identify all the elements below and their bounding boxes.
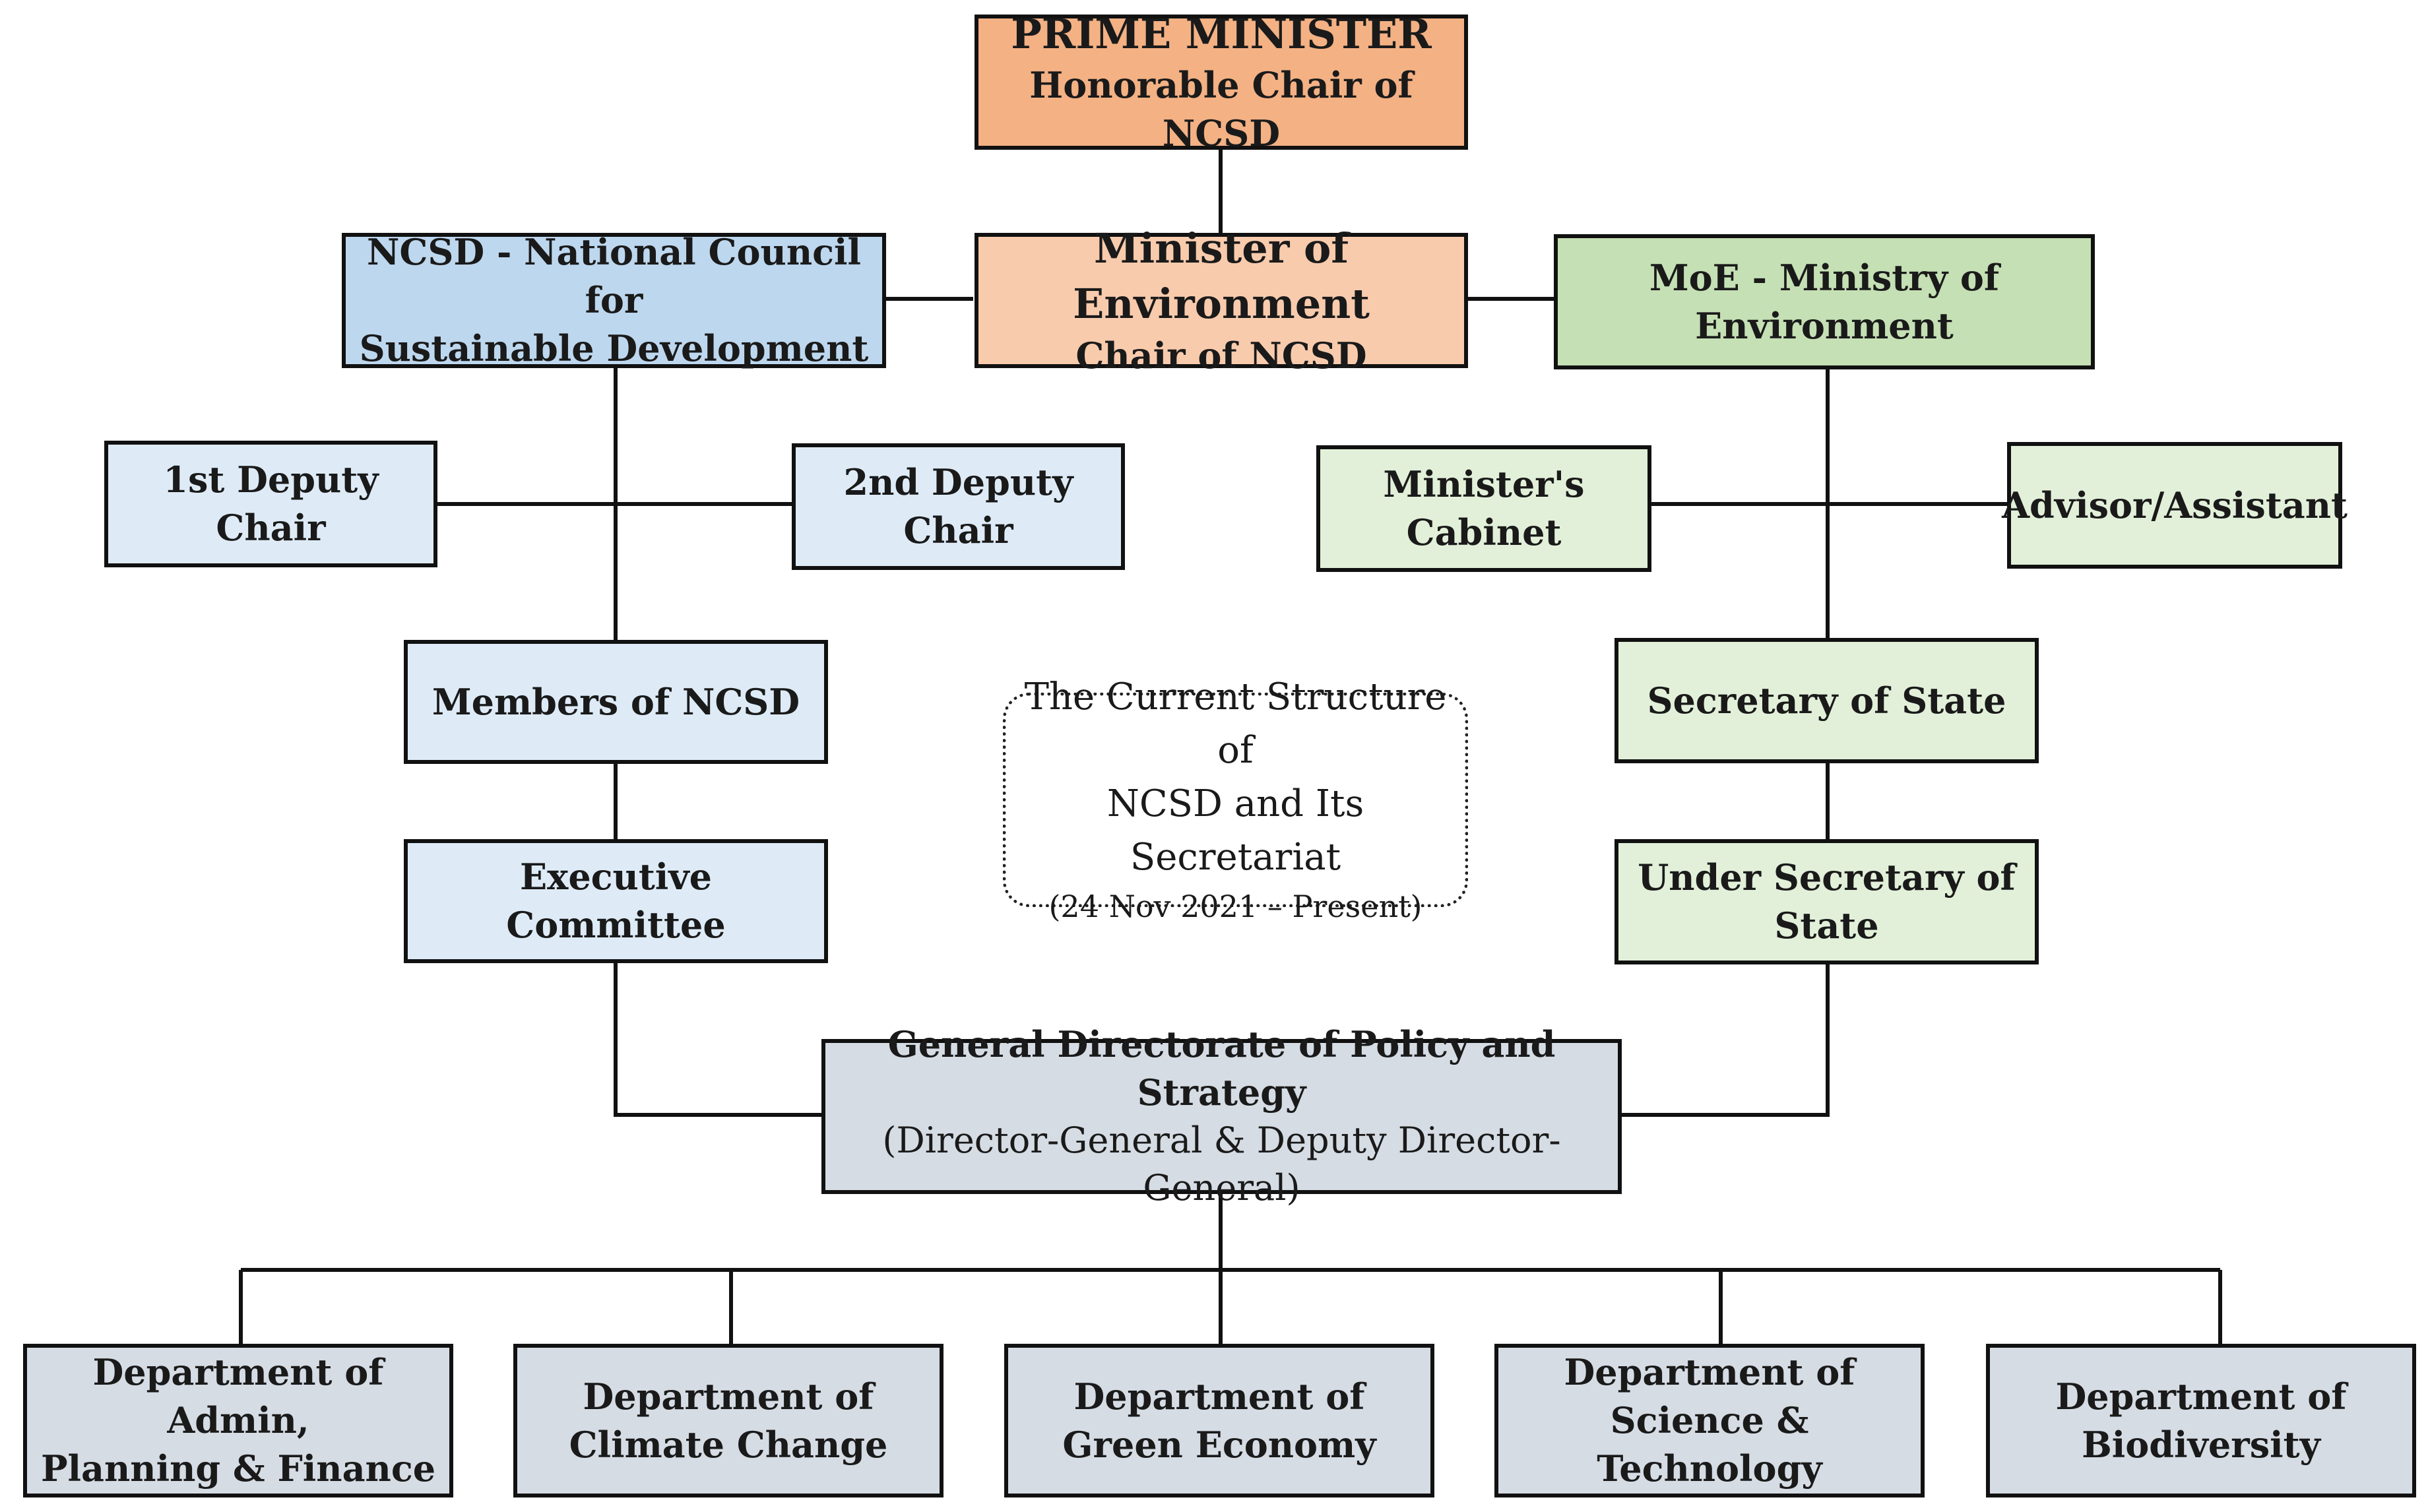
moe-line1: MoE - Ministry of <box>1649 256 2000 299</box>
department-green-economy-box: Department of Green Economy <box>1004 1344 1434 1497</box>
caption-line2: NCSD and Its Secretariat <box>1106 782 1364 879</box>
general-directorate-box: General Directorate of Policy and Strate… <box>821 1023 1622 1209</box>
minister-of-environment-box: Minister of Environment Chair of NCSD <box>975 224 1468 377</box>
department-admin-planning-finance-box: Department of Admin, Planning & Finance <box>23 1344 453 1497</box>
ministers-cabinet-box: Minister's Cabinet <box>1316 445 1651 572</box>
department-science-technology-box: Department of Science & Technology <box>1494 1344 1925 1497</box>
department-line2: Biodiversity <box>2082 1423 2320 1466</box>
prime-minister-box: PRIME MINISTER Honorable Chair of NCSD <box>975 10 1468 154</box>
ministers-cabinet-label: Minister's Cabinet <box>1383 463 1585 553</box>
executive-committee-label: Executive Committee <box>506 856 726 946</box>
minister-title: Minister of Environment <box>1073 224 1370 329</box>
under-secretary-of-state-label: Under Secretary of State <box>1638 856 2016 947</box>
executive-committee-box: Executive Committee <box>404 839 828 963</box>
first-deputy-chair-label: 1st Deputy Chair <box>163 458 379 549</box>
ncsd-line2: Sustainable Development <box>359 327 869 369</box>
members-of-ncsd-box: Members of NCSD <box>404 640 828 764</box>
under-secretary-of-state-box: Under Secretary of State <box>1615 839 2039 964</box>
department-line1: Department of <box>1564 1351 1855 1394</box>
second-deputy-chair-label: 2nd Deputy Chair <box>843 461 1073 551</box>
department-line2: Green Economy <box>1062 1423 1376 1466</box>
advisor-assistant-box: Advisor/Assistant <box>2002 442 2348 569</box>
ncsd-line1: NCSD - National Council for <box>367 231 861 322</box>
secretary-of-state-label: Secretary of State <box>1647 679 2006 722</box>
department-climate-change-box: Department of Climate Change <box>513 1344 943 1497</box>
minister-subtitle: Chair of NCSD <box>1075 334 1367 377</box>
first-deputy-chair-box: 1st Deputy Chair <box>104 441 437 567</box>
department-line2: Planning & Finance <box>40 1447 436 1490</box>
caption-dates: (24 Nov 2021 – Present) <box>1048 889 1423 925</box>
department-line2: Science & Technology <box>1597 1399 1822 1490</box>
prime-minister-title: PRIME MINISTER <box>1011 9 1432 58</box>
advisor-assistant-label: Advisor/Assistant <box>2002 484 2348 526</box>
general-directorate-title: General Directorate of Policy and Strate… <box>887 1023 1556 1114</box>
department-line2: Climate Change <box>569 1423 888 1466</box>
ncsd-box: NCSD - National Council for Sustainable … <box>342 231 886 369</box>
members-of-ncsd-label: Members of NCSD <box>432 680 800 723</box>
caption-line1: The Current Structure of <box>1024 675 1447 772</box>
department-biodiversity-box: Department of Biodiversity <box>1986 1344 2416 1497</box>
department-line1: Department of <box>1073 1375 1365 1418</box>
secretary-of-state-box: Secretary of State <box>1615 638 2039 763</box>
department-line1: Department of <box>583 1375 874 1418</box>
prime-minister-subtitle: Honorable Chair of NCSD <box>1029 64 1413 155</box>
moe-box: MoE - Ministry of Environment <box>1554 234 2095 369</box>
general-directorate-subtitle: (Director-General & Deputy Director-Gene… <box>882 1119 1561 1209</box>
second-deputy-chair-box: 2nd Deputy Chair <box>792 443 1125 570</box>
structure-caption: The Current Structure of NCSD and Its Se… <box>1003 676 1468 924</box>
department-line1: Department of <box>2055 1375 2347 1418</box>
moe-line2: Environment <box>1695 304 1954 347</box>
department-line1: Department of Admin, <box>92 1351 384 1442</box>
